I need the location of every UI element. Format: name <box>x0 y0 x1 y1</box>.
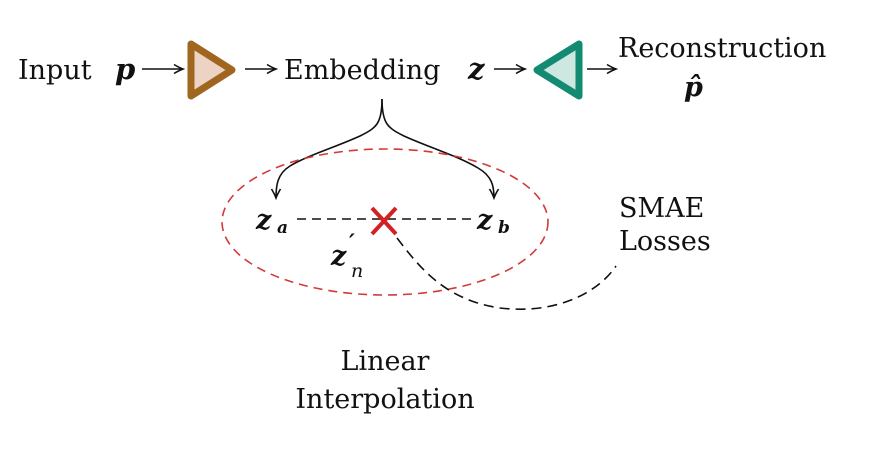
smae-losses-label-line2: Losses <box>619 226 711 257</box>
decoder-triangle-icon <box>533 40 583 100</box>
linear-interpolation-label-line1: Linear <box>341 346 430 377</box>
z-n-subscript: n <box>351 260 363 282</box>
embedding-symbol: z <box>467 52 485 86</box>
embedding-brace-left <box>276 98 383 198</box>
embedding-brace <box>381 98 494 198</box>
z-a-symbol: z <box>255 205 272 236</box>
z-a-subscript: a <box>277 218 288 238</box>
z-b-symbol: z <box>476 205 493 236</box>
encoder-triangle-icon <box>187 40 236 100</box>
embedding-label: Embedding <box>284 55 440 86</box>
input-label: Input <box>18 55 92 86</box>
smae-loss-connector <box>396 237 617 310</box>
reconstruction-symbol: p̂ <box>684 72 703 103</box>
input-symbol: p <box>115 52 135 86</box>
reconstruction-label: Reconstruction <box>618 33 826 64</box>
linear-interpolation-label-line2: Interpolation <box>295 384 474 415</box>
interpolated-point-cross-icon <box>370 206 398 236</box>
interpolation-region-ellipse <box>221 148 549 296</box>
z-n-prime: ′ <box>349 230 355 256</box>
z-b-subscript: b <box>498 218 510 238</box>
smae-losses-label-line1: SMAE <box>619 193 704 224</box>
z-n-symbol: z <box>330 241 347 272</box>
